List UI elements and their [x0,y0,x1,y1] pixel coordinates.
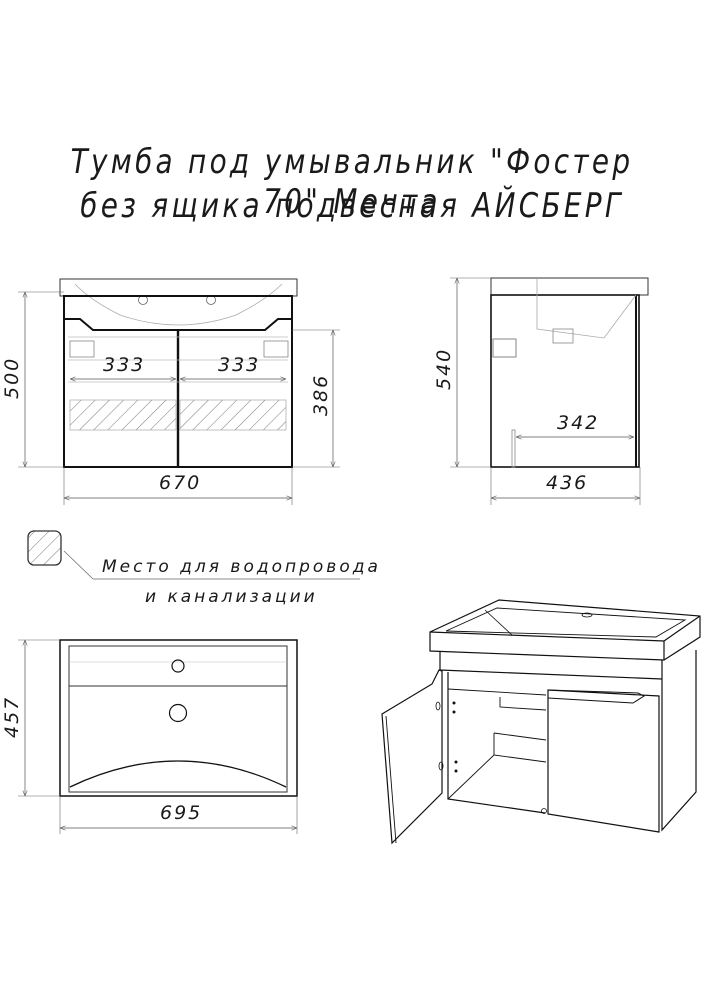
dim-inner-height: 386 [310,374,332,416]
dim-top-width: 695 [160,802,202,824]
dim-front-height: 500 [1,357,23,399]
drawing-title-line1: Тумба под умывальник "Фостер 70" Мечта [70,142,634,222]
front-view: 333 333 500 386 670 [1,278,340,505]
dim-side-height: 540 [433,348,455,390]
legend-line2: и канализации [145,587,318,607]
side-view: 342 540 436 [433,277,649,505]
hatch-swatch-icon [27,530,62,566]
dim-left-door: 333 [103,354,145,376]
dim-right-door: 333 [218,354,260,376]
top-view: 457 695 [1,639,298,834]
drawing-title-line2: без ящика подвесная АЙСБЕРГ [80,186,624,226]
legend-line1: Место для водопровода [102,557,381,577]
dim-side-depth: 436 [546,472,588,494]
dim-top-depth: 457 [1,696,23,738]
dim-inner-depth: 342 [557,412,599,434]
isometric-view [381,599,701,845]
dim-front-width: 670 [159,472,201,494]
legend: Место для водопровода и канализации [27,530,381,607]
